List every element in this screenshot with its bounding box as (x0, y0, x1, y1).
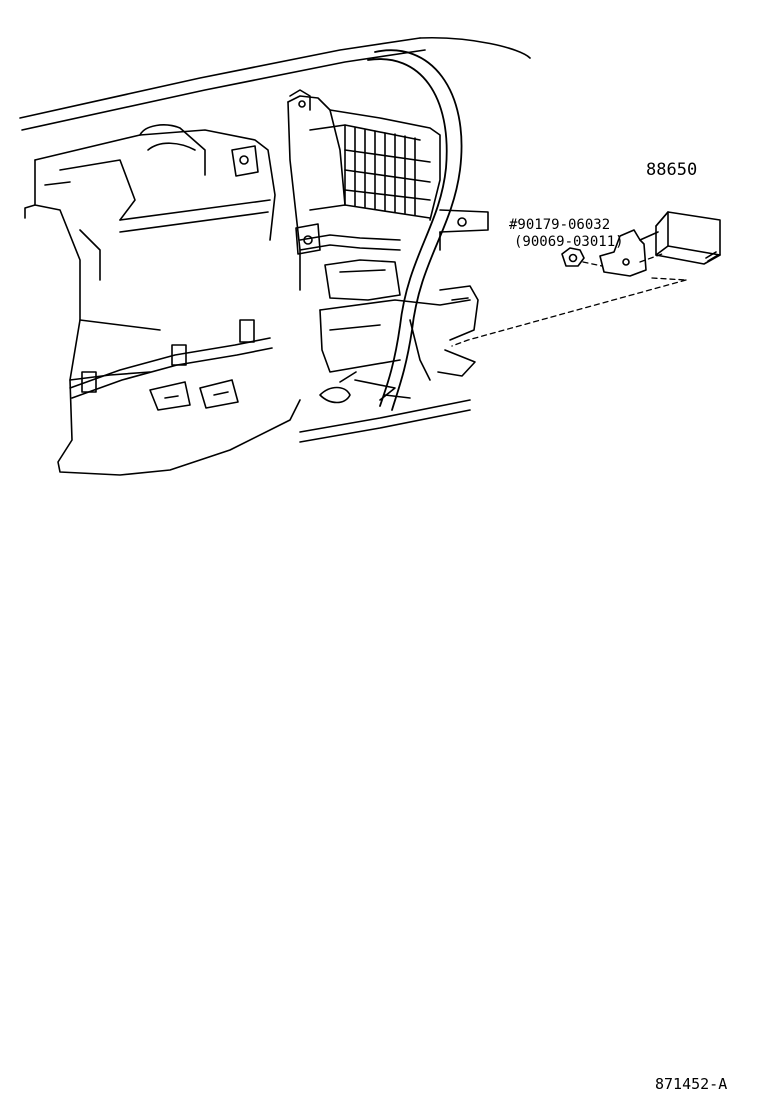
wire-harness (368, 50, 462, 410)
part-number-90069-03011: (90069-03011) (514, 234, 624, 250)
harness-clips (70, 320, 272, 410)
installation-lines (452, 254, 686, 346)
heater-unit-body (25, 125, 300, 475)
part-88650-body (656, 212, 720, 264)
figure-id: 871452-A (655, 1075, 728, 1093)
blower-assembly (320, 260, 478, 403)
nut-90179-06032 (562, 248, 584, 266)
dashboard-panel-lines (20, 38, 530, 442)
part-number-90179-06032: #90179-06032 (509, 217, 611, 233)
part-number-88650: 88650 (646, 160, 698, 180)
relay-bracket (600, 230, 658, 276)
evaporator-housing (288, 96, 440, 290)
mounting-brackets (232, 90, 488, 254)
